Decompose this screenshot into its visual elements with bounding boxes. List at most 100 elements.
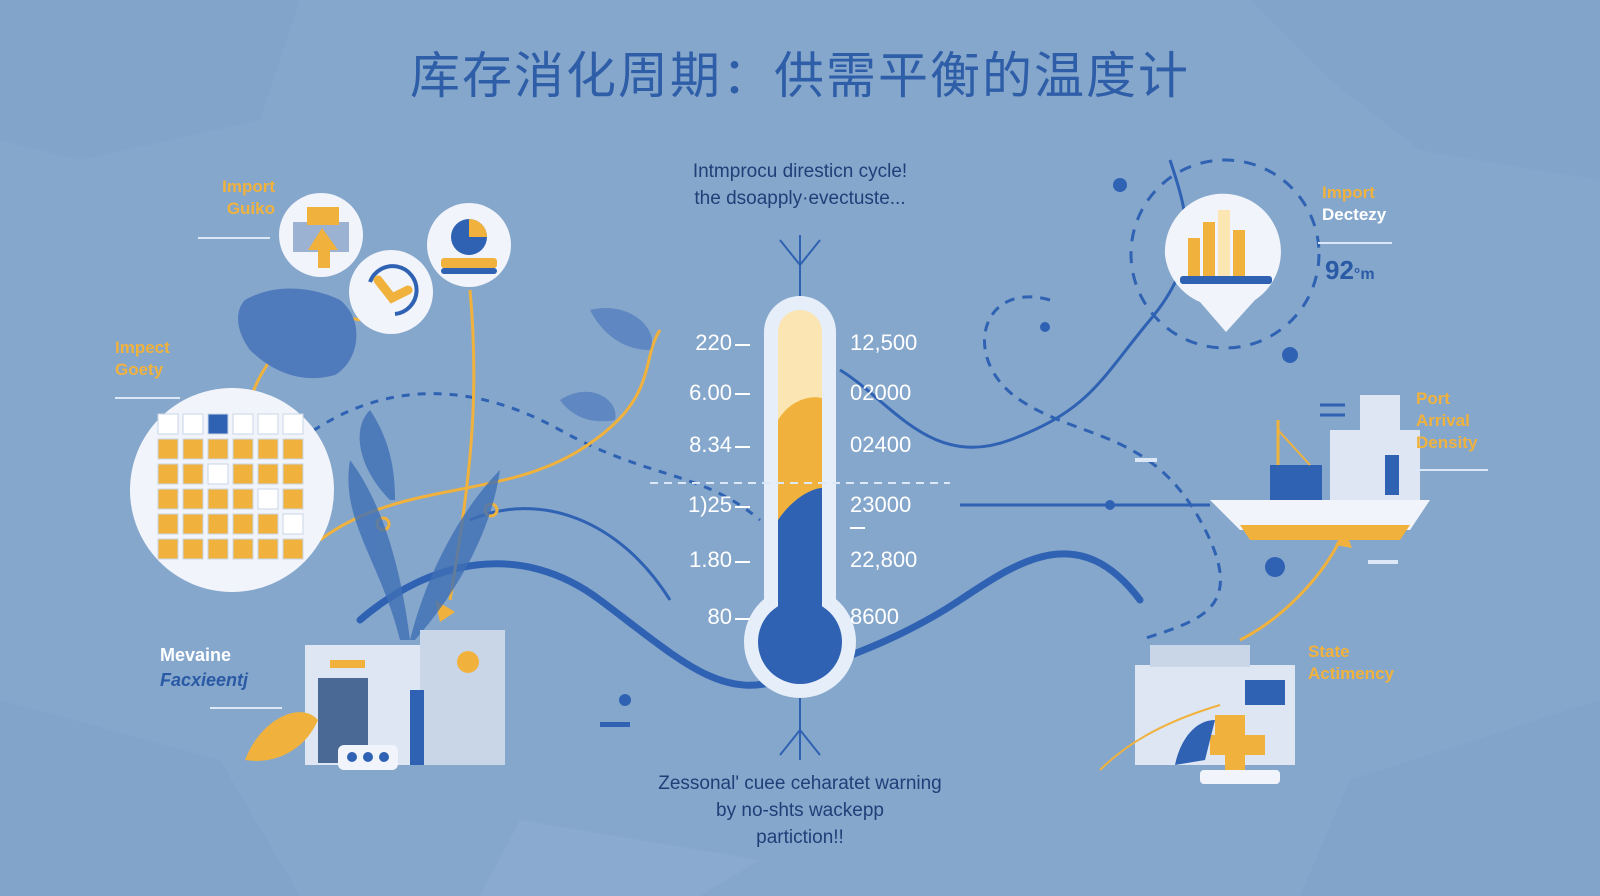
calendar-cell bbox=[257, 538, 279, 560]
flow-curve-upper bbox=[299, 392, 761, 522]
left-tick-5: 1.80 bbox=[689, 547, 732, 572]
right-tick-6: 8600 bbox=[850, 604, 899, 629]
center-bottom-note: Zessonal' cuee ceharatet warning by no-s… bbox=[580, 770, 1020, 851]
calendar-cell bbox=[182, 538, 204, 560]
center-bottom-line-3: partiction!! bbox=[756, 827, 844, 848]
calendar-cell bbox=[257, 413, 279, 435]
calendar-cell bbox=[182, 513, 204, 535]
calendar-grid-icon bbox=[130, 388, 334, 592]
right-tick-2: 02000 bbox=[850, 380, 912, 405]
value-number: 92 bbox=[1325, 255, 1354, 285]
calendar-cell bbox=[157, 488, 179, 510]
flow-dashed-loop bbox=[983, 295, 1222, 642]
calendar-cell bbox=[257, 488, 279, 510]
calendar-cell bbox=[207, 513, 229, 535]
calendar-cell bbox=[182, 463, 204, 485]
label-impect-goety-line2: Goety bbox=[115, 360, 164, 379]
calendar-cell bbox=[157, 413, 179, 435]
label-import-guiko: Import Guiko bbox=[205, 176, 275, 220]
label-import-dectezy-line2: Dectezy bbox=[1322, 205, 1387, 224]
calendar-cell bbox=[232, 413, 254, 435]
left-tick-3: 8.34 bbox=[689, 432, 732, 457]
label-state-line2: Actimency bbox=[1308, 664, 1394, 683]
label-mevaine-line2: Facxieentj bbox=[160, 670, 249, 690]
calendar-cell bbox=[182, 488, 204, 510]
center-bottom-line-2: by no-shts wackepp bbox=[716, 800, 884, 821]
label-port-line3: Density bbox=[1416, 433, 1478, 452]
label-state-line1: State bbox=[1308, 642, 1350, 661]
value-badge: 92°m bbox=[1325, 255, 1375, 286]
center-top-note: Intmprocu diresticn cycle! the dsoapply·… bbox=[600, 158, 1000, 212]
clock-icon bbox=[349, 250, 433, 334]
flow-arrow-left bbox=[469, 507, 672, 601]
page-title: 库存消化周期：供需平衡的温度计 bbox=[410, 47, 1190, 105]
label-port-line1: Port bbox=[1416, 389, 1450, 408]
right-tick-4: 23000 bbox=[850, 492, 912, 517]
calendar-cell bbox=[157, 438, 179, 460]
label-impect-goety: Impect Goety bbox=[115, 337, 170, 381]
calendar-cell bbox=[207, 438, 229, 460]
calendar-cell bbox=[182, 438, 204, 460]
calendar-cell bbox=[157, 538, 179, 560]
calendar-cell bbox=[232, 538, 254, 560]
label-import-guiko-line2: Guiko bbox=[226, 199, 275, 218]
label-import-guiko-line1: Import bbox=[222, 177, 275, 196]
value-unit: °m bbox=[1353, 266, 1375, 283]
calendar-cell bbox=[207, 488, 229, 510]
label-state-actimency: State Actimency bbox=[1308, 641, 1394, 685]
calendar-cell bbox=[157, 463, 179, 485]
location-pin-icon bbox=[1129, 158, 1321, 350]
warehouse-icon bbox=[1099, 645, 1295, 784]
plant-icon bbox=[348, 410, 500, 640]
label-import-dectezy-line1: Import bbox=[1322, 183, 1375, 202]
calendar-cell bbox=[207, 463, 229, 485]
leaf-decoration bbox=[560, 308, 652, 422]
calendar-cell bbox=[207, 413, 229, 435]
left-tick-1: 220 bbox=[695, 330, 732, 355]
cargo-ship-icon bbox=[1210, 395, 1430, 540]
calendar-cell bbox=[182, 413, 204, 435]
calendar-cell bbox=[157, 513, 179, 535]
factory-icon bbox=[245, 630, 505, 770]
center-bottom-line-1: Zessonal' cuee ceharatet warning bbox=[658, 773, 942, 794]
calendar-cell bbox=[282, 488, 304, 510]
center-top-line-2: the dsoapply·evectuste... bbox=[694, 188, 906, 209]
label-impect-goety-line1: Impect bbox=[115, 338, 170, 357]
pie-chart-icon bbox=[427, 203, 511, 287]
yellow-connector-3 bbox=[319, 329, 662, 542]
left-tick-4: 1)25 bbox=[687, 492, 732, 517]
calendar-cell bbox=[282, 513, 304, 535]
label-mevaine: Mevaine Facxieentj bbox=[160, 643, 248, 693]
calendar-cell bbox=[207, 538, 229, 560]
map-region-icon bbox=[238, 288, 357, 379]
calendar-cell bbox=[282, 413, 304, 435]
label-port-arrival-density: Port Arrival Density bbox=[1416, 388, 1477, 454]
calendar-cell bbox=[257, 463, 279, 485]
calendar-cell bbox=[257, 438, 279, 460]
label-port-line2: Arrival bbox=[1416, 411, 1470, 430]
calendar-cell bbox=[232, 463, 254, 485]
left-tick-6: 80 bbox=[707, 604, 732, 629]
left-tick-2: 6.00 bbox=[689, 380, 732, 405]
calendar-cell bbox=[257, 513, 279, 535]
right-tick-3: 02400 bbox=[850, 432, 912, 457]
calendar-cell bbox=[282, 438, 304, 460]
decorative-marks bbox=[600, 178, 1398, 727]
bar-chart-icon bbox=[1180, 210, 1272, 284]
calendar-cell bbox=[232, 488, 254, 510]
tick-marks bbox=[735, 344, 865, 620]
right-tick-1: 12,500 bbox=[850, 330, 918, 355]
thermometer-icon bbox=[744, 235, 856, 760]
label-mevaine-line1: Mevaine bbox=[160, 645, 232, 665]
right-tick-5: 22,800 bbox=[850, 547, 918, 572]
calendar-cell bbox=[232, 513, 254, 535]
label-import-dectezy: Import Dectezy bbox=[1322, 182, 1386, 226]
gift-box-icon bbox=[279, 193, 363, 277]
calendar-cell bbox=[282, 538, 304, 560]
yellow-connector-4 bbox=[1239, 539, 1342, 642]
center-top-line-1: Intmprocu diresticn cycle! bbox=[692, 161, 908, 182]
calendar-cell bbox=[232, 438, 254, 460]
calendar-cell bbox=[282, 463, 304, 485]
